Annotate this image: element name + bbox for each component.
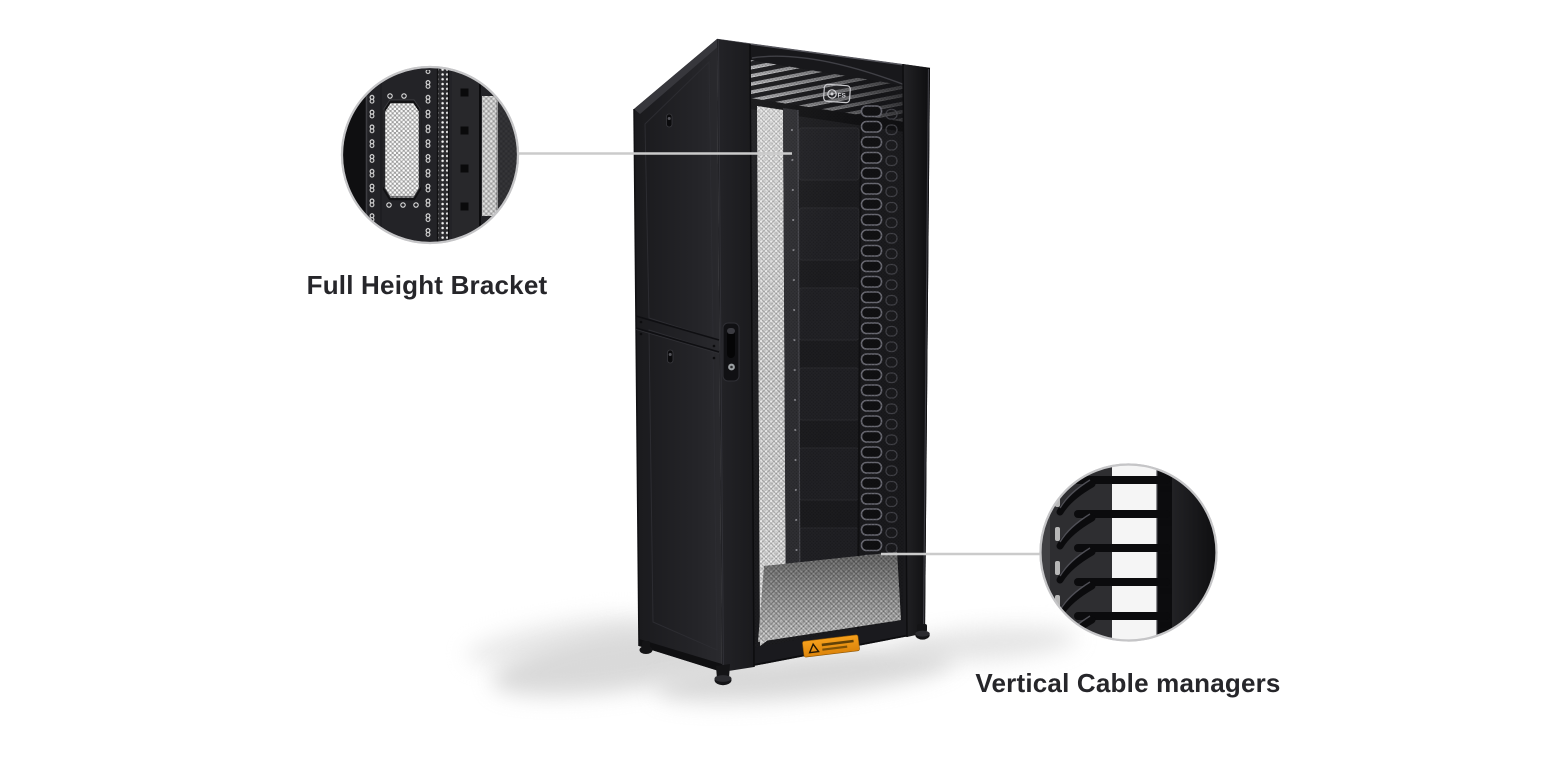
- side-panel-lock-top: [666, 113, 673, 128]
- rack-interior: [750, 60, 907, 650]
- callout-label-vertical-cable-managers: Vertical Cable managers: [975, 668, 1281, 698]
- side-panel-lock-bottom: [667, 349, 674, 364]
- callout-circle-vertical-cable-managers: [1039, 463, 1218, 642]
- callout-circle-full-height-bracket: [340, 65, 520, 245]
- rack-front-face: FS: [716, 38, 931, 672]
- fs-logo-text: FS: [838, 93, 847, 100]
- fs-logo-badge: FS: [823, 83, 851, 104]
- rack-cabinet: FS: [633, 38, 931, 686]
- callout-label-full-height-bracket: Full Height Bracket: [306, 270, 548, 300]
- bracket-mesh-slot: [382, 99, 422, 201]
- door-right-column: [902, 63, 930, 638]
- floor-shadow: [466, 615, 1077, 702]
- door-top-frame: [716, 38, 931, 86]
- warning-label: [802, 634, 860, 658]
- leveling-feet: [639, 624, 930, 686]
- rack-side-panel: [633, 39, 722, 672]
- door-handle: [722, 322, 740, 382]
